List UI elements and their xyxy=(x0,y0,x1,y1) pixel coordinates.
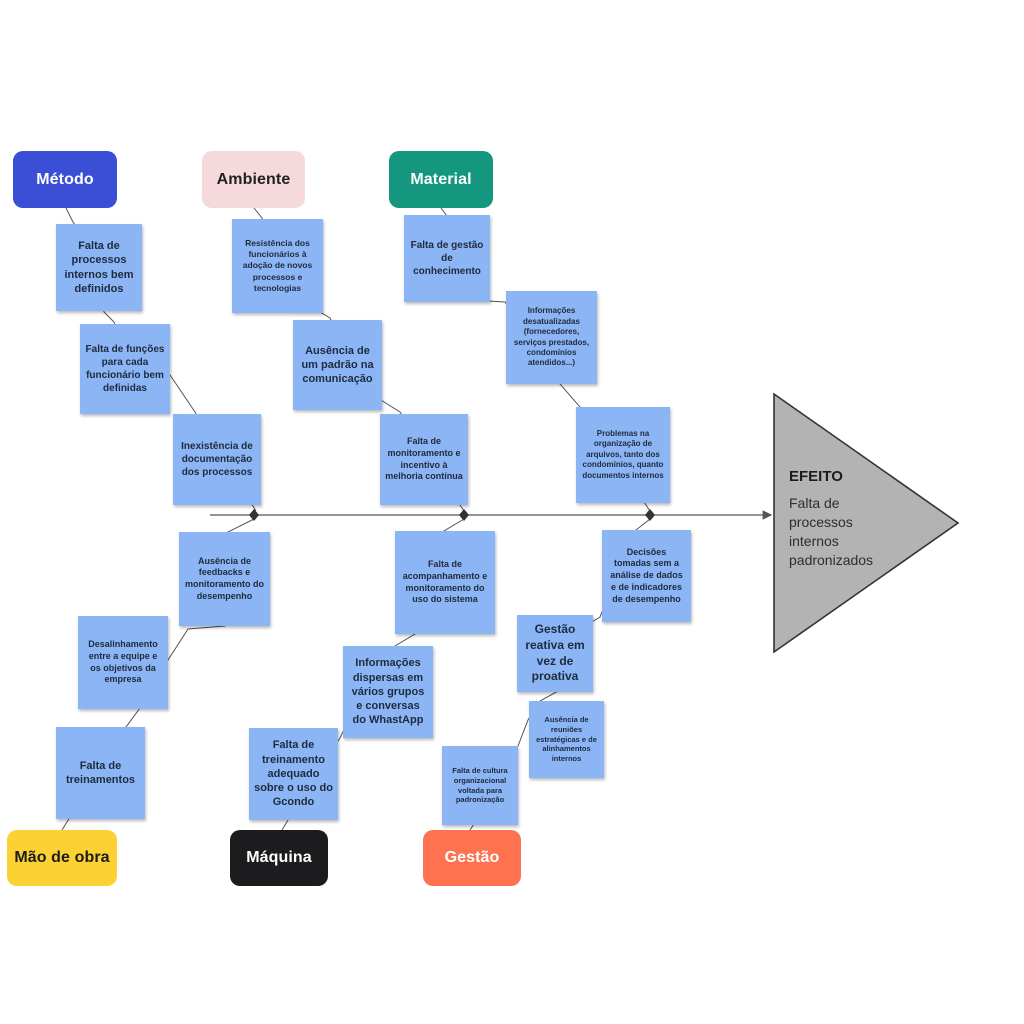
cause-note-text: Falta de acompanhamento e monitoramento … xyxy=(402,559,488,605)
effect-triangle xyxy=(773,392,960,654)
cause-note-mao-de-obra-3: Falta de treinamentos xyxy=(56,727,145,819)
spine-joint-material xyxy=(645,509,655,521)
cause-note-gestao-3: Ausência de reuniões estratégicas e de a… xyxy=(529,701,604,778)
category-gestao: Gestão xyxy=(423,830,521,886)
cause-note-metodo-1: Falta de processos internos bem definido… xyxy=(56,224,142,311)
effect-description: Falta de processos internos padronizados xyxy=(789,495,874,568)
spine-joint-ambiente xyxy=(459,509,469,521)
cause-note-text: Falta de funções para cada funcionário b… xyxy=(85,344,165,394)
cause-note-gestao-1: Decisões tomadas sem a análise de dados … xyxy=(602,530,691,622)
cause-note-text: Ausência de um padrão na comunicação xyxy=(301,344,374,386)
spine-joint-metodo xyxy=(249,509,259,521)
category-maquina: Máquina xyxy=(230,830,328,886)
cause-note-text: Falta de processos internos bem definido… xyxy=(64,239,134,295)
cause-note-text: Falta de treinamentos xyxy=(65,759,136,786)
cause-note-material-2: Informações desatualizadas (fornecedores… xyxy=(506,291,597,384)
cause-note-text: Ausência de feedbacks e monitoramento do… xyxy=(185,555,264,601)
cause-note-maquina-2: Informações dispersas em vários grupos e… xyxy=(343,646,433,738)
category-ambiente: Ambiente xyxy=(202,151,305,208)
cause-note-maquina-1: Falta de acompanhamento e monitoramento … xyxy=(395,531,495,634)
cause-note-metodo-2: Falta de funções para cada funcionário b… xyxy=(80,324,170,414)
cause-note-material-1: Falta de gestão de conhecimento xyxy=(404,215,490,302)
cause-note-text: Falta de cultura organizacional voltada … xyxy=(452,766,508,805)
category-mao-de-obra-label: Mão de obra xyxy=(14,849,110,866)
cause-note-text: Informações desatualizadas (fornecedores… xyxy=(513,306,590,368)
cause-note-text: Inexistência de documentação dos process… xyxy=(181,441,253,478)
cause-note-text: Falta de treinamento adequado sobre o us… xyxy=(254,739,333,809)
cause-note-text: Desalinhamento entre a equipe e os objet… xyxy=(88,639,158,685)
cause-note-ambiente-1: Resistência dos funcionários à adoção de… xyxy=(232,219,323,313)
cause-note-text: Informações dispersas em vários grupos e… xyxy=(351,657,425,727)
cause-note-text: Falta de gestão de conhecimento xyxy=(410,240,484,277)
branch-line-ambiente xyxy=(253,207,465,512)
category-material-label: Material xyxy=(410,170,472,188)
cause-note-ambiente-2: Ausência de um padrão na comunicação xyxy=(293,320,382,410)
effect-title: EFEITO xyxy=(789,468,843,485)
cause-note-text: Resistência dos funcionários à adoção de… xyxy=(242,238,313,293)
category-metodo: Método xyxy=(13,151,117,208)
cause-note-ambiente-3: Falta de monitoramento e incentivo à mel… xyxy=(380,414,468,505)
category-gestao-label: Gestão xyxy=(444,849,500,866)
cause-note-gestao-2: Gestão reativa em vez de proativa xyxy=(517,615,593,692)
cause-note-text: Ausência de reuniões estratégicas e de a… xyxy=(536,715,597,764)
cause-note-text: Gestão reativa em vez de proativa xyxy=(525,622,585,684)
cause-note-mao-de-obra-2: Desalinhamento entre a equipe e os objet… xyxy=(78,616,168,709)
cause-note-material-3: Problemas na organização de arquivos, ta… xyxy=(576,407,670,503)
category-mao-de-obra: Mão de obra xyxy=(7,830,117,886)
category-ambiente-label: Ambiente xyxy=(216,170,291,188)
cause-note-text: Decisões tomadas sem a análise de dados … xyxy=(610,546,683,604)
cause-note-metodo-3: Inexistência de documentação dos process… xyxy=(173,414,261,505)
category-metodo-label: Método xyxy=(36,170,94,188)
cause-note-text: Falta de monitoramento e incentivo à mel… xyxy=(385,436,463,482)
category-maquina-label: Máquina xyxy=(246,849,312,866)
cause-note-text: Problemas na organização de arquivos, ta… xyxy=(582,429,664,480)
cause-note-maquina-3: Falta de treinamento adequado sobre o us… xyxy=(249,728,338,820)
cause-note-mao-de-obra-1: Ausência de feedbacks e monitoramento do… xyxy=(179,532,270,626)
category-material: Material xyxy=(389,151,493,208)
cause-note-gestao-4: Falta de cultura organizacional voltada … xyxy=(442,746,518,825)
